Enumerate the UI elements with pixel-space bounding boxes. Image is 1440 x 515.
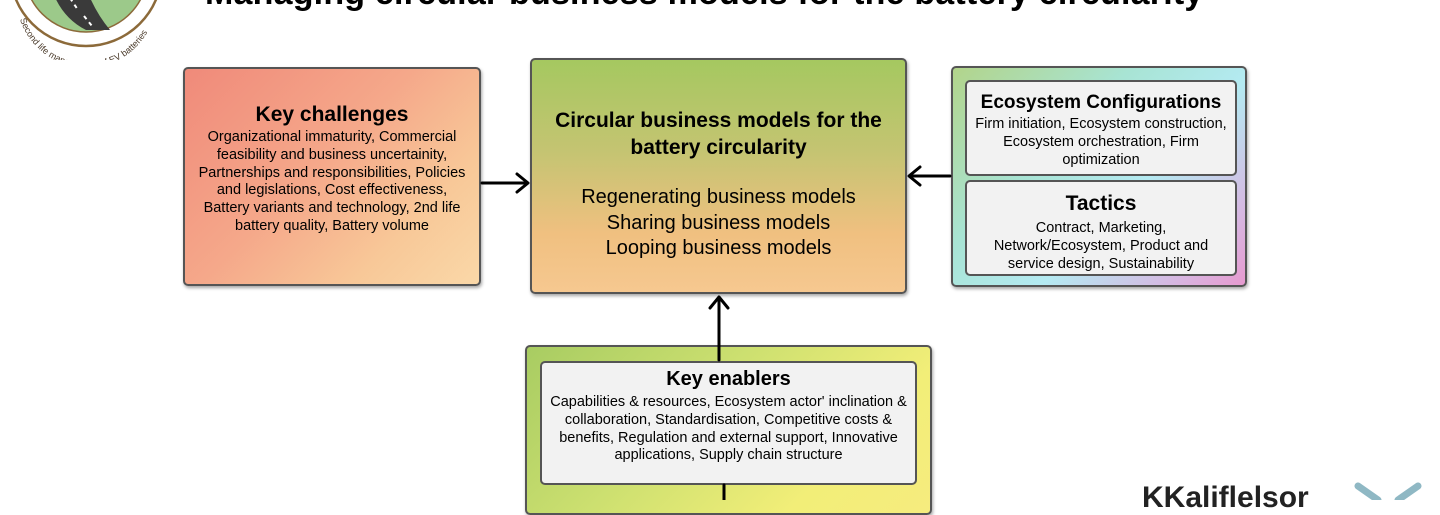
page-title: Managing circular business models for th…: [205, 0, 1265, 10]
business-model-item: Regenerating business models: [581, 186, 856, 208]
business-model-item: Sharing business models: [606, 211, 831, 234]
business-model-item: Looping business models: [605, 237, 832, 259]
key-enablers-outer-box: Key enablers Capabilities & resources, E…: [525, 345, 932, 515]
key-enablers-heading: Key enablers: [666, 368, 791, 390]
ecosystem-configurations-heading: Ecosystem Configurations: [980, 92, 1222, 113]
ecosystem-configurations-box: Ecosystem Configurations Firm initiation…: [965, 80, 1237, 176]
logo: Second life management of EV batteries: [14, 0, 158, 60]
logo-road-icon: [56, 0, 110, 30]
key-challenges-box: Key challenges Organizational immaturity…: [183, 67, 481, 286]
circular-business-models-heading: Circular business models for the battery…: [555, 109, 882, 159]
arrow-enablers-to-center-icon: [708, 295, 730, 362]
brand-logo-text: KKaliflelsor: [1142, 481, 1309, 514]
ecosystem-tactics-box: Ecosystem Configurations Firm initiation…: [951, 66, 1247, 287]
tactics-heading: Tactics: [1065, 192, 1137, 215]
circular-business-models-box: Circular business models for the battery…: [530, 58, 907, 294]
arrow-challenges-to-center-icon: [480, 172, 530, 194]
connector-arrows: [480, 165, 1422, 500]
key-enablers-text: Capabilities & resources, Ecosystem acto…: [550, 394, 907, 464]
tactics-box: Tactics Contract, Marketing, Network/Eco…: [965, 180, 1237, 276]
ecosystem-configurations-text: Firm initiation, Ecosystem construction,…: [975, 116, 1227, 168]
key-enablers-box: Key enablers Capabilities & resources, E…: [540, 361, 917, 485]
tactics-text: Contract, Marketing, Network/Ecosystem, …: [993, 220, 1209, 272]
business-model-list: Regenerating business models Sharing bus…: [532, 185, 905, 262]
key-challenges-heading: Key challenges: [255, 103, 409, 126]
brand-mark-icon: [1354, 482, 1422, 500]
key-challenges-text: Organizational immaturity, Commercial fe…: [198, 129, 466, 234]
arrow-ecosystem-to-center-icon: [907, 165, 952, 187]
